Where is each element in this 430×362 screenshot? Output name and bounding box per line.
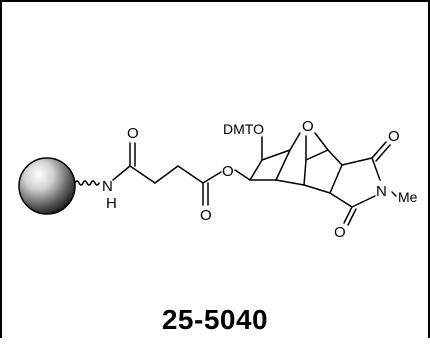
bond-imide-n-top (371, 157, 381, 181)
bond-chain-3 (177, 165, 204, 184)
bond-n-me (391, 191, 397, 197)
bond-imide-n-bottom (351, 195, 376, 208)
bond-ring-g (305, 149, 329, 161)
bottom-band (0, 338, 430, 362)
amide-hydrogen-label: H (106, 195, 117, 212)
amide-carbonyl-oxygen-label: O (127, 125, 139, 142)
catalog-number: 25-5040 (161, 304, 269, 335)
bond-imide-2 (329, 192, 353, 208)
bond-imide-co-top-2 (375, 144, 391, 162)
bond-ring-e (275, 179, 305, 186)
bond-bridge-left (289, 132, 301, 151)
bond-ring-h (303, 184, 331, 194)
imide-oxygen-top-label: O (388, 128, 400, 145)
bond-ring-j (329, 164, 343, 194)
bond-imide-co-bot-1 (343, 206, 353, 224)
bond-ring-d (275, 149, 291, 181)
solid-support-bead-icon (18, 157, 76, 215)
amide-nitrogen-label: N (102, 178, 113, 195)
bond-ring-b (261, 149, 291, 161)
ester-carbonyl-oxygen-label: O (200, 207, 212, 224)
bond-bridge-right (314, 132, 329, 151)
bond-chain-1 (129, 165, 156, 184)
bond-chain-2 (154, 165, 179, 184)
ester-oxygen-label: O (222, 163, 234, 180)
imide-oxygen-bottom-label: O (334, 224, 346, 241)
bond-ring-i (327, 149, 343, 166)
bond-ester-o (202, 171, 222, 184)
bond-imide-1 (341, 157, 373, 166)
dmto-label: DMTO (223, 121, 264, 137)
bond-ring-a (249, 159, 263, 181)
bond-ring-f (303, 159, 307, 186)
bond-o-ring (234, 169, 251, 181)
bond-imide-co-bot-2 (347, 208, 357, 226)
bond-n-carbonyl (112, 165, 131, 181)
bond-imide-co-top-1 (371, 141, 387, 159)
imide-nitrogen-label: N (376, 183, 387, 200)
wavy-linker (74, 180, 100, 186)
methyl-label: Me (398, 189, 418, 205)
bridge-oxygen-label: O (302, 118, 314, 135)
